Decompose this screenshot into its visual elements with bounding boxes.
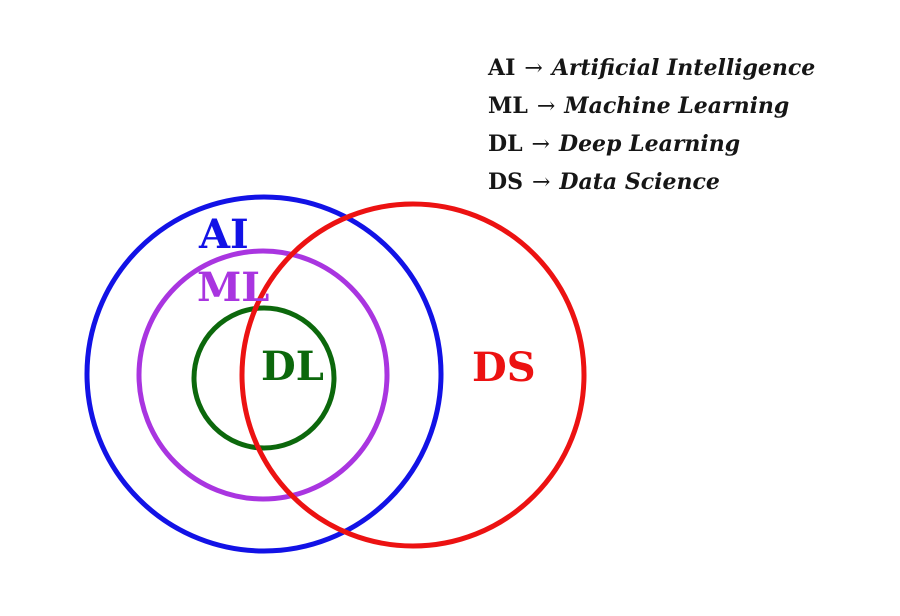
legend-full-ds: Data Science [559,169,720,195]
ds-circle [239,201,587,549]
dl-circle [191,305,337,451]
ai-circle [84,194,444,554]
ml-label: ML [197,264,269,311]
ml-circle [136,248,390,502]
ai-label: AI [198,211,249,258]
right-arrow-icon: → [531,131,550,157]
legend-full-ml: Machine Learning [564,93,790,119]
legend: AI → Artificial Intelligence ML → Machin… [488,49,815,201]
legend-full-dl: Deep Learning [558,131,741,157]
right-arrow-icon: → [531,169,551,195]
legend-abbr-ds: DS [488,169,523,195]
right-arrow-icon: → [536,93,556,119]
legend-abbr-dl: DL [488,131,523,157]
legend-item-ai: AI → Artificial Intelligence [488,49,815,87]
legend-full-ai: Artificial Intelligence [551,55,816,81]
legend-item-dl: DL → Deep Learning [488,125,815,163]
right-arrow-icon: → [524,55,543,81]
legend-item-ml: ML → Machine Learning [488,87,815,125]
ds-label: DS [472,344,536,391]
legend-abbr-ml: ML [488,93,528,119]
legend-item-ds: DS → Data Science [488,163,815,201]
legend-abbr-ai: AI [488,55,516,81]
dl-label: DL [261,343,324,390]
